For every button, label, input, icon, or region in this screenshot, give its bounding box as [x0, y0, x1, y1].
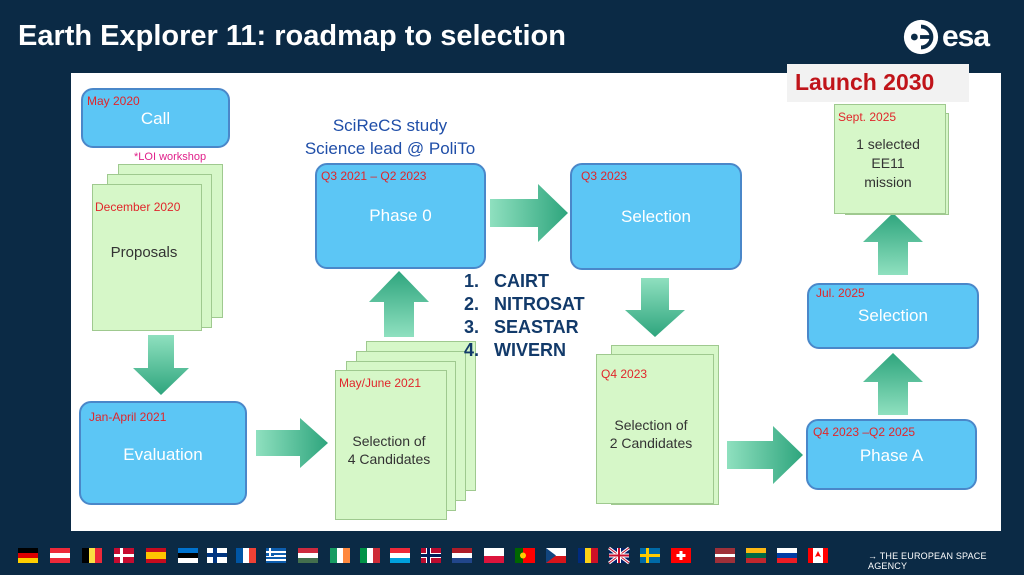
arrow-right-icon: [727, 426, 803, 484]
arrow-up-icon: [863, 213, 923, 275]
flag-ireland-icon: [330, 548, 350, 563]
esa-logo-text: esa: [942, 20, 990, 53]
selection-jul-box: [807, 283, 979, 349]
phaseA-box: [806, 419, 977, 490]
flag-slovenia-icon: [777, 548, 797, 563]
loi-workshop-note: *LOI workshop: [134, 151, 207, 163]
flag-hungary-icon: [298, 548, 318, 563]
selection-4-line2: 4 Candidates: [347, 451, 431, 467]
flag-sweden-icon: [640, 548, 660, 563]
phaseA-date: Q4 2023 –Q2 2025: [813, 425, 916, 439]
launch-label: Launch 2030: [787, 64, 969, 102]
selection-q3-label: Selection: [621, 207, 691, 226]
esa-logo: esa: [902, 18, 990, 56]
candidates-list: 1.CAIRT 2.NITROSAT 3.SEASTAR 4.WIVERN: [464, 270, 585, 362]
flag-estonia-icon: [178, 548, 198, 563]
selection-2-line1: Selection of: [614, 417, 688, 433]
arrow-down-icon: [625, 278, 685, 337]
flag-latvia-icon: [715, 548, 735, 563]
selection-q3-box: [570, 163, 742, 270]
evaluation-box: [79, 401, 247, 505]
flag-spain-icon: [146, 548, 166, 563]
flag-czech-icon: [546, 548, 566, 563]
list-item: 2.NITROSAT: [464, 294, 585, 314]
flag-greece-icon: [266, 548, 286, 563]
phaseA-label: Phase A: [859, 446, 924, 465]
flag-finland-icon: [207, 548, 227, 563]
phase0-box: [315, 163, 486, 269]
call-box: [81, 88, 230, 148]
flag-lithuania-icon: [746, 548, 766, 563]
selection-2-date: Q4 2023: [601, 367, 648, 381]
list-item: 1.CAIRT: [464, 271, 549, 291]
arrow-up-icon: [863, 353, 923, 415]
flag-denmark-icon: [114, 548, 134, 563]
flag-switzerland-icon: [671, 548, 691, 563]
proposals-doc: [92, 184, 202, 331]
phase0-label: Phase 0: [369, 206, 432, 225]
flag-austria-icon: [50, 548, 70, 563]
selection-4-doc: [335, 370, 447, 520]
flag-belgium-icon: [82, 548, 102, 563]
final-line1: 1 selected: [856, 136, 920, 152]
arrow-down-icon: [133, 335, 189, 395]
flag-france-icon: [236, 548, 256, 563]
arrow-up-icon: [369, 271, 429, 337]
roadmap-diagram: May 2020 Call *LOI workshop December 202…: [71, 73, 1001, 531]
selection-jul-label: Selection: [858, 306, 928, 325]
agency-tagline: → THE EUROPEAN SPACE AGENCY: [868, 551, 987, 571]
study-line1: SciReCS study: [332, 116, 448, 135]
proposals-label: Proposals: [110, 244, 178, 261]
selection-jul-date: Jul. 2025: [816, 286, 865, 300]
evaluation-date: Jan-April 2021: [89, 410, 167, 424]
flag-romania-icon: [578, 548, 598, 563]
flag-portugal-icon: [515, 548, 535, 563]
esa-logo-icon: [903, 19, 939, 55]
selection-2-doc: [596, 354, 714, 504]
study-line2: Science lead @ PoliTo: [304, 139, 476, 158]
selection-4-date: May/June 2021: [339, 376, 422, 390]
selection-2-line2: 2 Candidates: [609, 435, 693, 451]
arrow-right-icon: [256, 418, 328, 468]
phase0-date: Q3 2021 – Q2 2023: [321, 169, 427, 183]
flag-italy-icon: [360, 548, 380, 563]
page-title: Earth Explorer 11: roadmap to selection: [18, 20, 566, 52]
flag-germany-icon: [18, 548, 38, 563]
flag-netherlands-icon: [452, 548, 472, 563]
list-item: 3.SEASTAR: [464, 317, 579, 337]
flag-norway-icon: [421, 548, 441, 563]
footer-flags: [0, 540, 1024, 575]
selection-4-line1: Selection of: [352, 433, 426, 449]
flow-arrows: [133, 184, 923, 484]
list-item: 4.WIVERN: [464, 340, 566, 360]
final-mission-doc: [834, 104, 946, 214]
flag-luxembourg-icon: [390, 548, 410, 563]
proposals-date: December 2020: [95, 200, 181, 214]
flag-canada-icon: [808, 548, 828, 563]
evaluation-label: Evaluation: [123, 445, 203, 464]
flag-poland-icon: [484, 548, 504, 563]
call-label: Call: [140, 109, 171, 128]
final-date: Sept. 2025: [838, 110, 897, 124]
flag-uk-icon: [608, 546, 630, 565]
scirecs-study-note: SciReCS study Science lead @ PoliTo: [290, 114, 490, 160]
selection-q3-date: Q3 2023: [581, 169, 628, 183]
member-flags: [18, 546, 828, 565]
call-date: May 2020: [87, 94, 140, 108]
final-line3: mission: [864, 174, 912, 190]
arrow-right-icon: [490, 184, 568, 242]
final-line2: EE11: [871, 155, 905, 171]
